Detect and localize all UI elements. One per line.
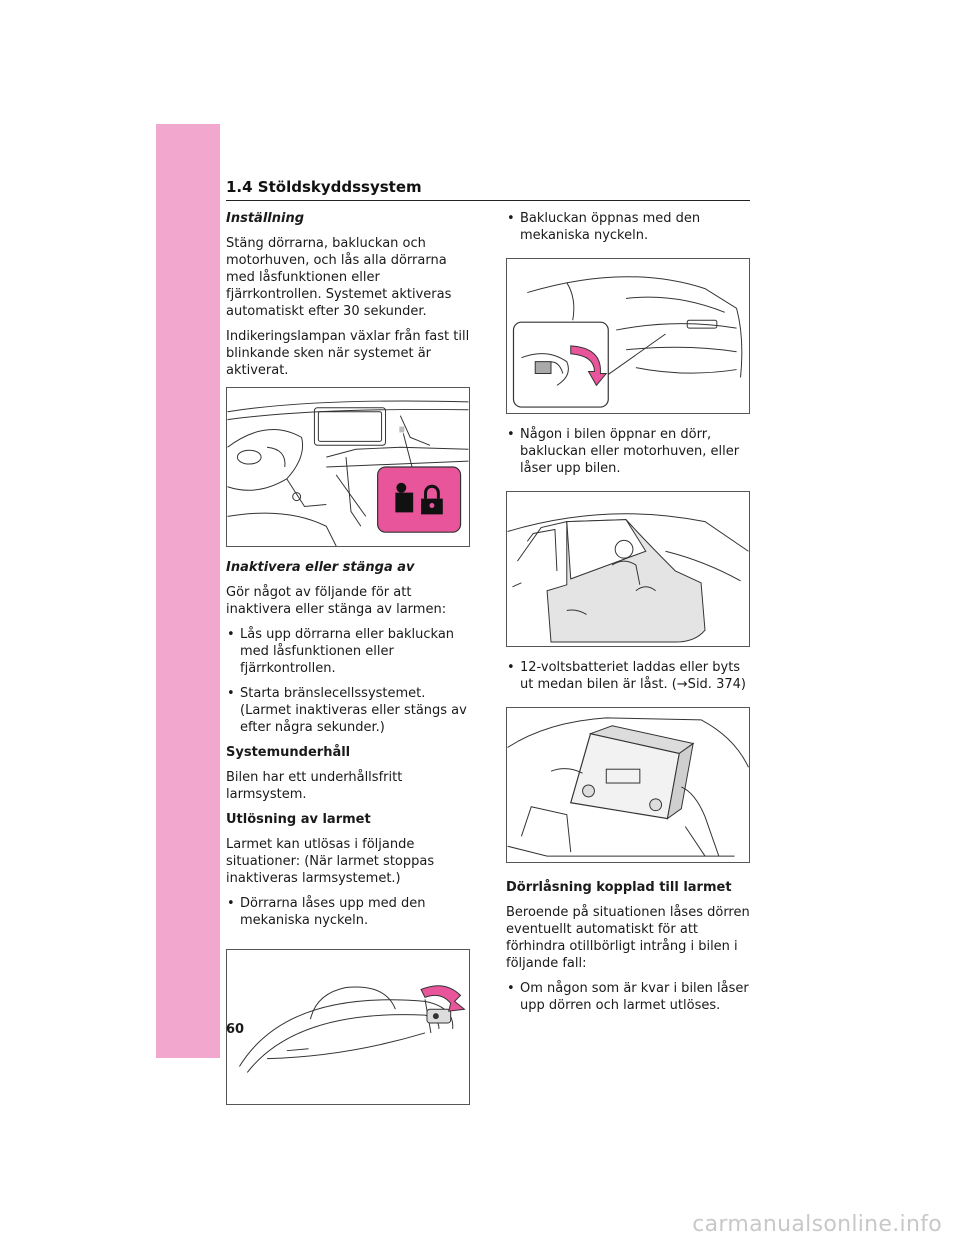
left-column: Inställning Stäng dörrarna, bakluckan oc… [226,210,470,1117]
trigger-bullet: Någon i bilen öppnar en dörr, bakluckan … [506,426,750,477]
battery-figure [506,707,750,863]
deactivate-bullet: Starta bränslecellssystemet. (Larmet ina… [226,685,470,736]
right-column: Bakluckan öppnas med den mekaniska nycke… [506,210,750,1022]
battery-illustration [507,717,749,857]
dashboard-illustration [227,400,469,546]
trigger-paragraph: Larmet kan utlösas i följande situatione… [226,837,435,886]
trigger-bullet: Dörrarna låses upp med den mekaniska nyc… [226,895,470,929]
deactivate-heading: Inaktivera eller stänga av [226,560,415,575]
page-number: 60 [226,1022,245,1037]
section-header: 1.4 Stöldskyddssystem [226,178,750,201]
door-handle-illustration [238,985,466,1073]
install-paragraph-1: Stäng dörrarna, bakluckan och motorhuven… [226,236,452,319]
install-heading: Inställning [226,211,304,226]
deactivate-bullet: Lås upp dörrarna eller bakluckan med lås… [226,626,470,677]
dashboard-indicator-figure [226,387,470,547]
door-open-figure [506,491,750,647]
trigger-heading: Utlösning av larmet [226,812,371,827]
door-handle-figure [226,949,470,1105]
tailgate-figure [506,258,750,414]
watermark: carmanualsonline.info [692,1212,942,1237]
door-open-illustration [507,513,749,643]
tailgate-illustration [512,276,743,408]
install-paragraph-2: Indikeringslampan växlar från fast till … [226,329,470,378]
trigger-bullet: Bakluckan öppnas med den mekaniska nycke… [506,210,750,244]
doorlock-paragraph: Beroende på situationen låses dörren eve… [506,905,750,971]
doorlock-bullet: Om någon som är kvar i bilen låser upp d… [506,980,750,1014]
chapter-tab-strip [156,124,220,1058]
deactivate-paragraph: Gör något av följande för att inaktivera… [226,585,447,617]
trigger-bullet: 12-voltsbatteriet laddas eller byts ut m… [506,659,750,693]
maintenance-paragraph: Bilen har ett underhållsfritt larmsystem… [226,770,403,802]
maintenance-heading: Systemunderhåll [226,745,351,760]
doorlock-heading: Dörrlåsning kopplad till larmet [506,880,732,895]
